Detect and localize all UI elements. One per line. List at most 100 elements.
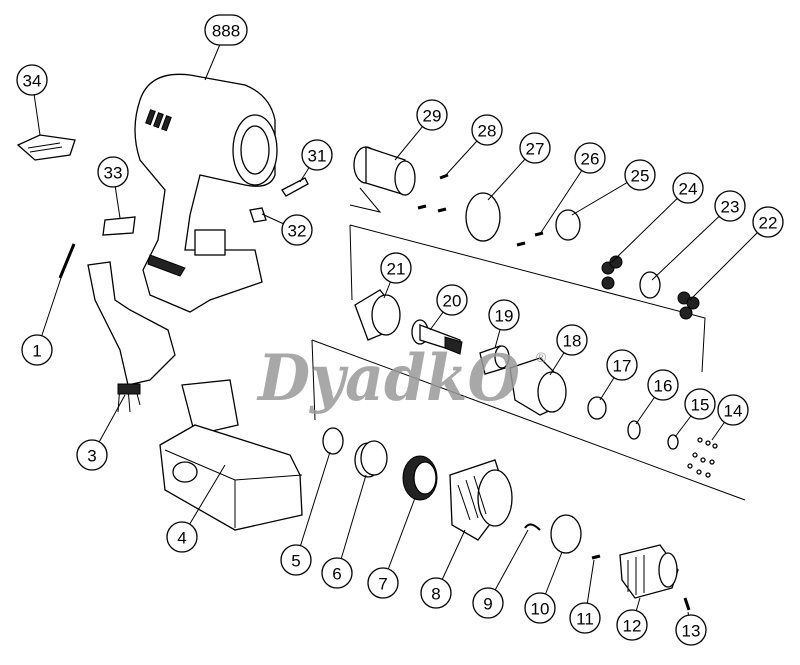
callout-number: 6 — [332, 565, 341, 584]
callout-number: 27 — [526, 140, 545, 159]
callout-number: 17 — [613, 357, 632, 376]
sleeve-part — [479, 345, 510, 375]
callout-bubble — [16, 64, 48, 96]
callout-bubble — [684, 388, 716, 420]
callout-bubble — [436, 284, 468, 316]
callout-bubble — [420, 577, 452, 609]
callout-number: 9 — [483, 595, 492, 614]
callout-9: 9 — [472, 529, 529, 619]
washer-part — [555, 209, 581, 241]
lock-washer-part — [587, 396, 607, 420]
callout-bubble — [380, 252, 412, 284]
collar-part — [402, 455, 438, 501]
callout-8: 8 — [420, 529, 466, 609]
drill-housing-part — [134, 73, 278, 313]
callout-23: 23 — [651, 190, 746, 281]
callout-number: 31 — [308, 147, 327, 166]
callout-bubble — [76, 439, 108, 471]
callout-7: 7 — [367, 497, 416, 599]
callout-24: 24 — [611, 172, 704, 263]
small-block-part — [249, 207, 267, 223]
chuck-part — [619, 544, 679, 599]
belt-clip-part — [102, 216, 136, 236]
callout-16: 16 — [635, 369, 679, 425]
callout-number: 21 — [387, 260, 406, 279]
leader-line — [295, 451, 331, 561]
bit-part — [281, 177, 309, 197]
callout-number: 4 — [177, 529, 186, 548]
callout-4: 4 — [166, 464, 226, 553]
callout-5: 5 — [280, 451, 331, 576]
grip-pad-ridges — [27, 142, 63, 153]
callout-21: 21 — [380, 252, 412, 299]
callout-bubble — [606, 349, 638, 381]
callout-number: 23 — [721, 198, 740, 217]
callout-bubble — [166, 521, 198, 553]
callout-number: 12 — [623, 617, 642, 636]
callout-bubble — [714, 190, 746, 222]
leader-line — [336, 474, 367, 574]
callout-bubble — [97, 156, 129, 188]
callout-number: 5 — [291, 552, 300, 571]
screw-part — [58, 243, 76, 279]
watermark-registered-mark: ® — [536, 349, 547, 365]
callout-32: 32 — [261, 213, 313, 246]
callout-bubble — [524, 592, 556, 624]
planet-gears-part — [601, 255, 700, 320]
ring-5-part — [322, 427, 344, 455]
callout-bubble — [472, 587, 504, 619]
callout-bubble — [519, 132, 551, 164]
callout-number: 10 — [531, 600, 550, 619]
callout-number: 28 — [478, 122, 497, 141]
callout-bubble — [204, 14, 248, 46]
screws-part — [417, 173, 544, 247]
callout-number: 32 — [288, 222, 307, 241]
assembly-bracket-lines — [311, 224, 746, 501]
callout-bubble — [616, 609, 648, 641]
gear-plate-part — [465, 192, 501, 242]
watermark: DyadkO ® — [256, 341, 547, 416]
callout-bubble — [321, 557, 353, 589]
callout-bubble — [717, 394, 749, 426]
grip-pad-part — [16, 134, 76, 161]
callout-15: 15 — [674, 388, 716, 438]
callout-number: 24 — [679, 180, 698, 199]
callout-22: 22 — [689, 206, 784, 301]
callout-34: 34 — [16, 64, 48, 136]
callout-bubble — [488, 299, 520, 331]
callout-number: 26 — [581, 150, 600, 169]
callout-14: 14 — [711, 394, 749, 441]
callout-29: 29 — [394, 99, 448, 161]
callout-bubble — [752, 206, 784, 238]
callout-13: 13 — [675, 611, 707, 646]
spindle-part — [411, 319, 463, 355]
callout-number: 18 — [563, 332, 582, 351]
callout-27: 27 — [487, 132, 551, 201]
callout-number: 3 — [87, 447, 96, 466]
callout-number: 34 — [23, 72, 42, 91]
o-ring-part — [627, 420, 641, 440]
callout-19: 19 — [488, 299, 520, 349]
ball-bearings-part — [687, 437, 718, 478]
callout-bubble — [672, 172, 704, 204]
callout-bubble — [624, 159, 656, 191]
leader-line — [611, 187, 689, 263]
callout-bubble — [367, 567, 399, 599]
callout-number: 15 — [691, 396, 710, 415]
callout-number: 33 — [104, 164, 123, 183]
callout-bubble — [675, 614, 707, 646]
callouts: 8883433313229282726252423222120191817161… — [16, 14, 784, 646]
callout-bubble — [416, 99, 448, 131]
screw-11-part — [591, 554, 601, 560]
callout-18: 18 — [549, 324, 588, 376]
callout-number: 13 — [682, 622, 701, 641]
callout-number: 8 — [431, 585, 440, 604]
callout-26: 26 — [539, 142, 606, 235]
callout-28: 28 — [444, 114, 503, 177]
callout-10: 10 — [524, 551, 563, 624]
spring-part — [354, 440, 388, 478]
callout-bubble — [574, 142, 606, 174]
callout-31: 31 — [299, 139, 333, 183]
